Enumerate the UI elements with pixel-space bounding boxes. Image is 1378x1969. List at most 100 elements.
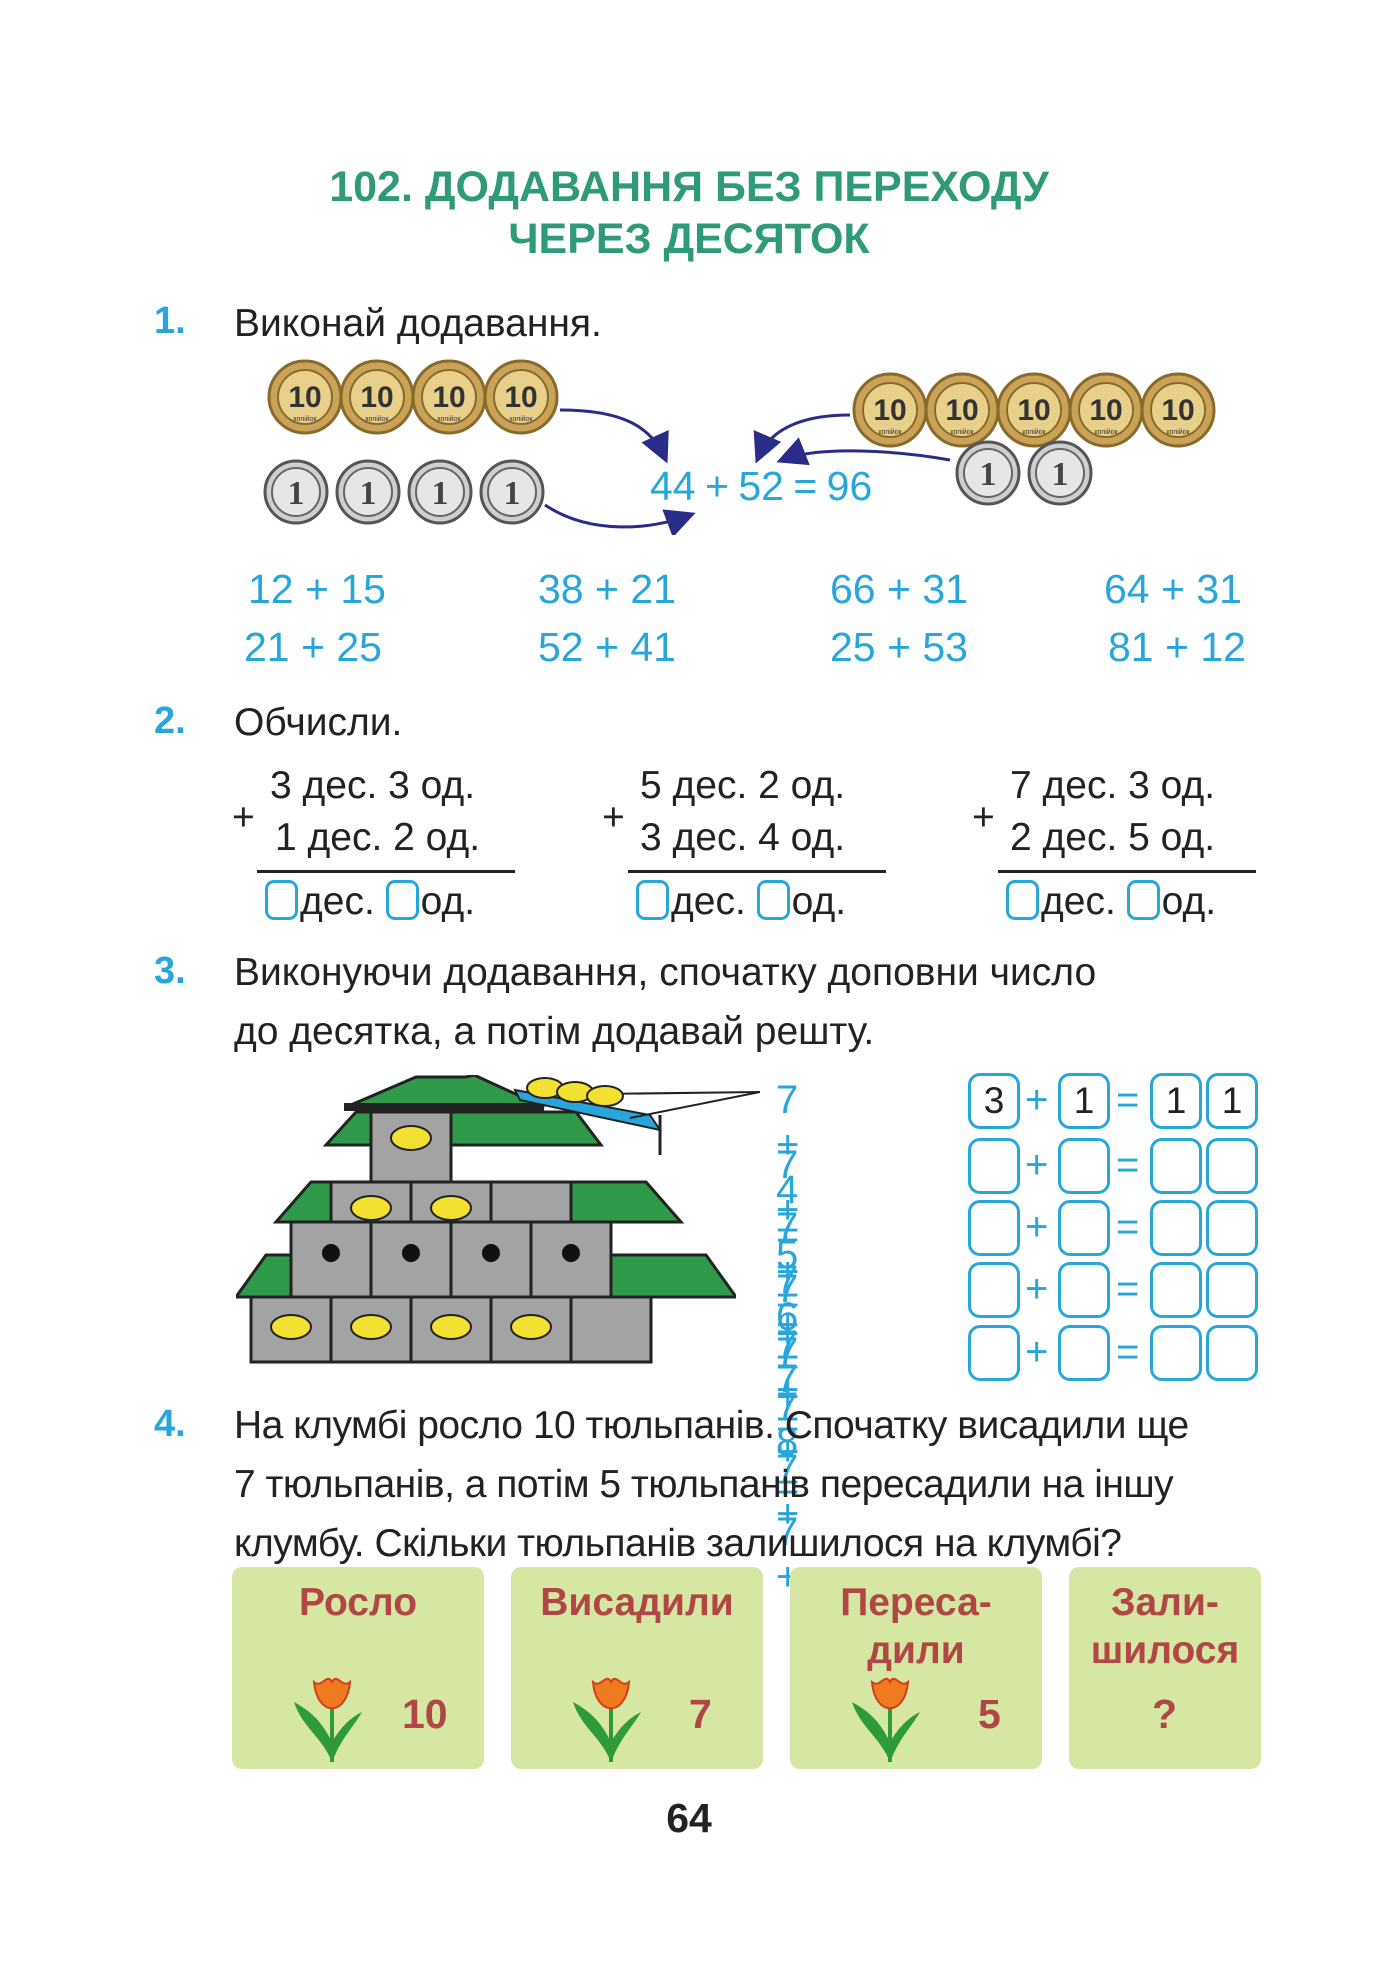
- plus-sign: +: [232, 796, 255, 839]
- eq-box-b-2[interactable]: [1058, 1138, 1110, 1194]
- od-label: од.: [1161, 880, 1217, 923]
- sum-r2-c4: 81 + 12: [1108, 624, 1246, 670]
- card-planted: Висадили 7: [511, 1567, 763, 1769]
- coin-ten-label: 10: [432, 381, 465, 414]
- task3-number: 3.: [154, 950, 186, 992]
- equals-sign: =: [1116, 1078, 1140, 1122]
- col3-line2: 2 дес. 5 од.: [1010, 816, 1216, 859]
- eq-box-b-3[interactable]: [1058, 1200, 1110, 1256]
- coin-word: копійок: [878, 428, 902, 436]
- sum-r1-c4: 64 + 31: [1104, 566, 1242, 612]
- answer-box[interactable]: [636, 880, 669, 920]
- task1-text: Виконай додавання.: [234, 302, 602, 345]
- eq-box-c-5[interactable]: [1150, 1325, 1202, 1381]
- card-transplanted: Переса- дили 5: [790, 1567, 1042, 1769]
- od-label: од.: [420, 880, 476, 923]
- one-coins-left: 1 1 1 1: [263, 459, 545, 525]
- coin-word: копійок: [1094, 428, 1118, 436]
- card-value: ?: [1152, 1691, 1178, 1737]
- plus-sign: +: [1025, 1143, 1049, 1187]
- eq-box-a-1[interactable]: 3: [968, 1073, 1020, 1129]
- eq-box-c-1[interactable]: 1: [1150, 1073, 1202, 1129]
- eq-box-d-2[interactable]: [1206, 1138, 1258, 1194]
- od-label: од.: [791, 880, 847, 923]
- dec-label: дес.: [671, 880, 746, 923]
- eq-box-c-3[interactable]: [1150, 1200, 1202, 1256]
- plus-sign: +: [1025, 1267, 1049, 1311]
- col1-line2: 1 дес. 2 од.: [275, 816, 481, 859]
- col2-line2: 3 дес. 4 од.: [640, 816, 846, 859]
- dec-label: дес.: [300, 880, 375, 923]
- answer-box[interactable]: [1006, 880, 1039, 920]
- equals-sign: =: [1116, 1143, 1140, 1187]
- eq-box-b-4[interactable]: [1058, 1262, 1110, 1318]
- col3-rule: [998, 870, 1256, 873]
- task4-number: 4.: [154, 1403, 186, 1445]
- card-title: Зали-: [1111, 1581, 1219, 1624]
- eq-box-d-4[interactable]: [1206, 1262, 1258, 1318]
- answer-box[interactable]: [385, 880, 419, 920]
- example-equation: 44 + 52 = 96: [650, 463, 873, 509]
- eq-box-a-5[interactable]: [968, 1325, 1020, 1381]
- coin-word: копійок: [365, 415, 389, 423]
- coin-word: копійок: [1022, 428, 1046, 436]
- task2-text: Обчисли.: [234, 701, 403, 744]
- coin-one-label: 1: [1052, 456, 1069, 493]
- eq-box-d-3[interactable]: [1206, 1200, 1258, 1256]
- dec-label: дес.: [1041, 880, 1116, 923]
- plus-sign: +: [1025, 1205, 1049, 1249]
- answer-box[interactable]: [756, 880, 790, 920]
- eq-box-c-2[interactable]: [1150, 1138, 1202, 1194]
- tulip-icon: [573, 1677, 641, 1762]
- card-title-2: дили: [867, 1629, 965, 1672]
- tulip-icon: [294, 1677, 362, 1762]
- eq-expr-2: 7 + 5 = 7 +: [776, 1143, 800, 1412]
- coin-word: копійок: [437, 415, 461, 423]
- sum-r1-c2: 38 + 21: [538, 566, 676, 612]
- page-title-line1: 102. ДОДАВАННЯ БЕЗ ПЕРЕХОДУ: [329, 163, 1049, 211]
- eq-box-c-4[interactable]: [1150, 1262, 1202, 1318]
- coin-ten-label: 10: [504, 381, 537, 414]
- sum-r2-c3: 25 + 53: [830, 624, 968, 670]
- col1-answer: дес. од.: [265, 880, 475, 924]
- eq-box-a-4[interactable]: [968, 1262, 1020, 1318]
- coin-word: копійок: [509, 415, 533, 423]
- task1-number: 1.: [154, 300, 186, 342]
- tulip-icon: [852, 1677, 920, 1762]
- task3-text-line2: до десятка, а потім додавай решту.: [234, 1010, 875, 1053]
- coin-ten-label: 10: [1089, 394, 1122, 427]
- card-title-2: шилося: [1090, 1629, 1240, 1672]
- eq-expr-1: 7 + 4 = 7 +: [776, 1078, 800, 1347]
- eq-box-a-3[interactable]: [968, 1200, 1020, 1256]
- coin-word: копійок: [293, 415, 317, 423]
- equals-sign: =: [1116, 1205, 1140, 1249]
- arrow-tens-left: [559, 408, 669, 464]
- task4-line1: На клумбі росло 10 тюльпанів. Спочатку в…: [234, 1404, 1189, 1447]
- one-coins-right: 1 1: [955, 440, 1093, 506]
- page-title-line2: ЧЕРЕЗ ДЕСЯТОК: [508, 215, 870, 263]
- col3-line1: 7 дес. 3 од.: [1010, 764, 1216, 807]
- page-number: 64: [666, 1795, 712, 1841]
- answer-box[interactable]: [265, 880, 298, 920]
- col3-answer: дес. од.: [1006, 880, 1216, 924]
- task2-number: 2.: [154, 700, 186, 742]
- arrow-ones-left: [544, 503, 696, 535]
- col2-rule: [628, 870, 886, 873]
- card-value: 7: [689, 1691, 712, 1737]
- eq-box-d-5[interactable]: [1206, 1325, 1258, 1381]
- eq-box-b-5[interactable]: [1058, 1325, 1110, 1381]
- col1-line1: 3 дес. 3 од.: [270, 764, 476, 807]
- eq-box-d-1[interactable]: 1: [1206, 1073, 1258, 1129]
- coin-ten-label: 10: [288, 381, 321, 414]
- coin-one-label: 1: [980, 456, 997, 493]
- card-value: 5: [978, 1691, 1001, 1737]
- plus-sign: +: [972, 796, 995, 839]
- eq-box-a-2[interactable]: [968, 1138, 1020, 1194]
- arrow-tens-right: [753, 413, 851, 464]
- plus-sign: +: [1025, 1078, 1049, 1122]
- answer-box[interactable]: [1126, 880, 1160, 920]
- coin-word: копійок: [950, 428, 974, 436]
- eq-box-b-1[interactable]: 1: [1058, 1073, 1110, 1129]
